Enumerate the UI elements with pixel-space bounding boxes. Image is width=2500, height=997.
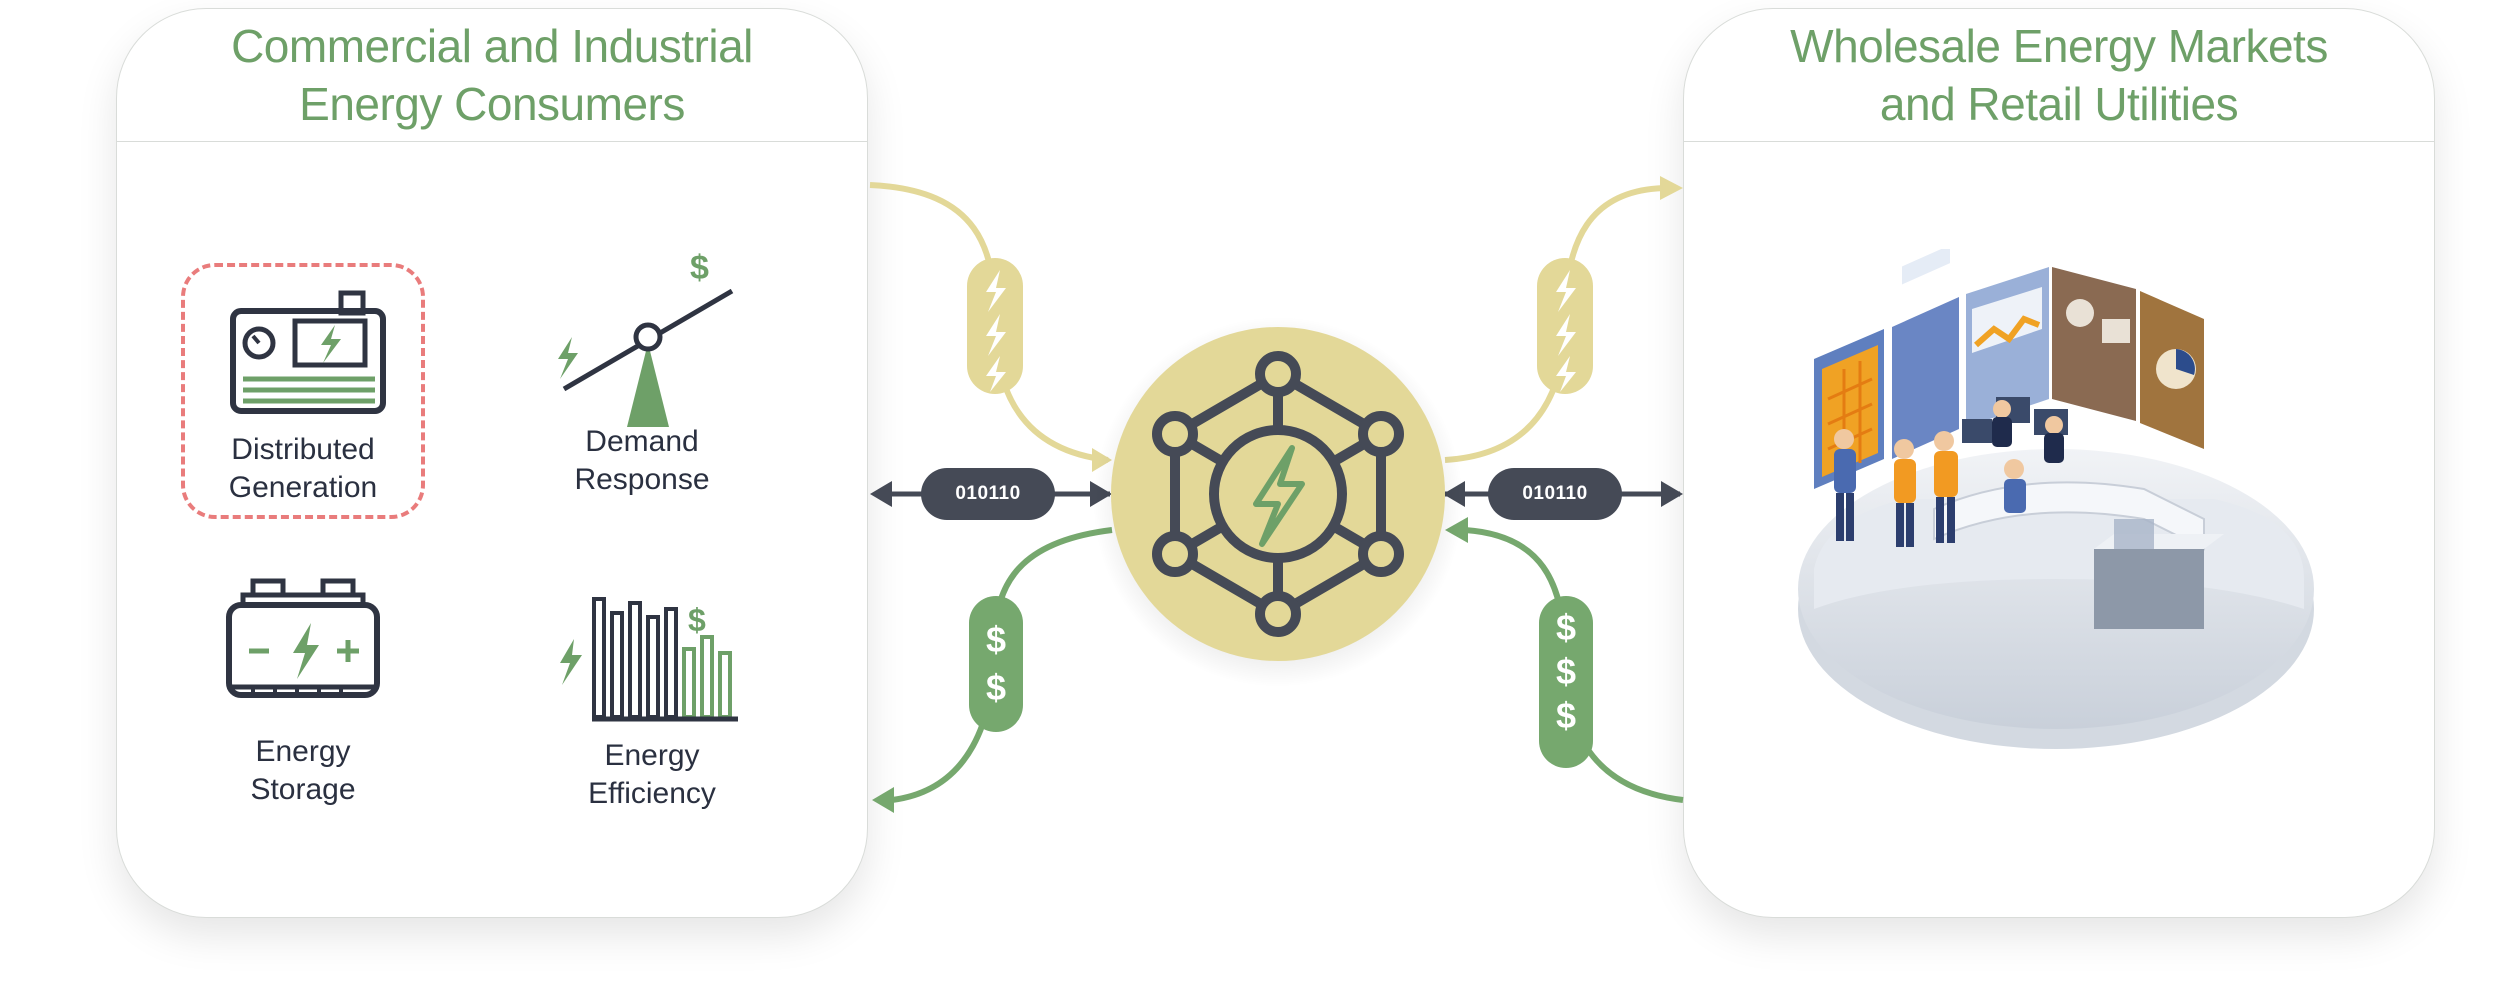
seesaw-icon: $ [558, 249, 734, 427]
tile-label: Energy Efficiency [588, 739, 716, 810]
energy-hub [1111, 327, 1445, 661]
bar-chart-icon: $ [560, 597, 738, 722]
data-label-left: 010110 [955, 483, 1021, 504]
tile-label: Energy Storage [250, 735, 356, 806]
svg-text:$: $ [986, 667, 1006, 708]
consumers-title-line2: Energy Consumers [299, 78, 685, 130]
svg-text:$: $ [986, 619, 1006, 660]
tile-energy-storage[interactable]: Energy Storage [178, 575, 428, 809]
generator-icon [230, 290, 386, 414]
svg-text:$: $ [1556, 651, 1576, 692]
data-label-right: 010110 [1522, 483, 1588, 504]
panel-divider [117, 141, 867, 142]
svg-text:$: $ [690, 249, 709, 287]
data-pill-left [921, 468, 1055, 520]
consumers-title-line1: Commercial and Industrial [231, 20, 753, 72]
bolt-icons [986, 270, 1576, 392]
markets-title-line2: and Retail Utilities [1879, 78, 2239, 130]
energy-hub-icon [1152, 351, 1404, 637]
consumers-panel-title: Commercial and Industrial Energy Consume… [117, 9, 867, 141]
markets-panel-title: Wholesale Energy Markets and Retail Util… [1684, 9, 2434, 141]
battery-icon [226, 578, 380, 698]
svg-text:$: $ [1556, 695, 1576, 736]
data-pill-right [1488, 468, 1622, 520]
tile-demand-response[interactable]: $ Demand Response [517, 249, 767, 499]
control-room-illustration [1798, 249, 2314, 749]
tile-label: Distributed Generation [228, 433, 378, 504]
markets-title-line1: Wholesale Energy Markets [1790, 20, 2328, 72]
tile-energy-efficiency[interactable]: $ Energy Efficiency [527, 589, 777, 813]
panel-divider [1684, 141, 2434, 142]
markets-panel: Wholesale Energy Markets and Retail Util… [1683, 8, 2435, 918]
money-pill-right [1539, 596, 1593, 768]
svg-text:$: $ [688, 602, 706, 638]
tile-label: Demand Response [574, 425, 710, 496]
highlight-box [181, 263, 425, 519]
svg-text:$: $ [1556, 607, 1576, 648]
dollar-icons: $$ $$$ [986, 607, 1576, 736]
money-pill-left [969, 596, 1023, 732]
tile-distributed-generation[interactable]: Distributed Generation [178, 281, 428, 507]
consumers-panel: Commercial and Industrial Energy Consume… [116, 8, 868, 918]
